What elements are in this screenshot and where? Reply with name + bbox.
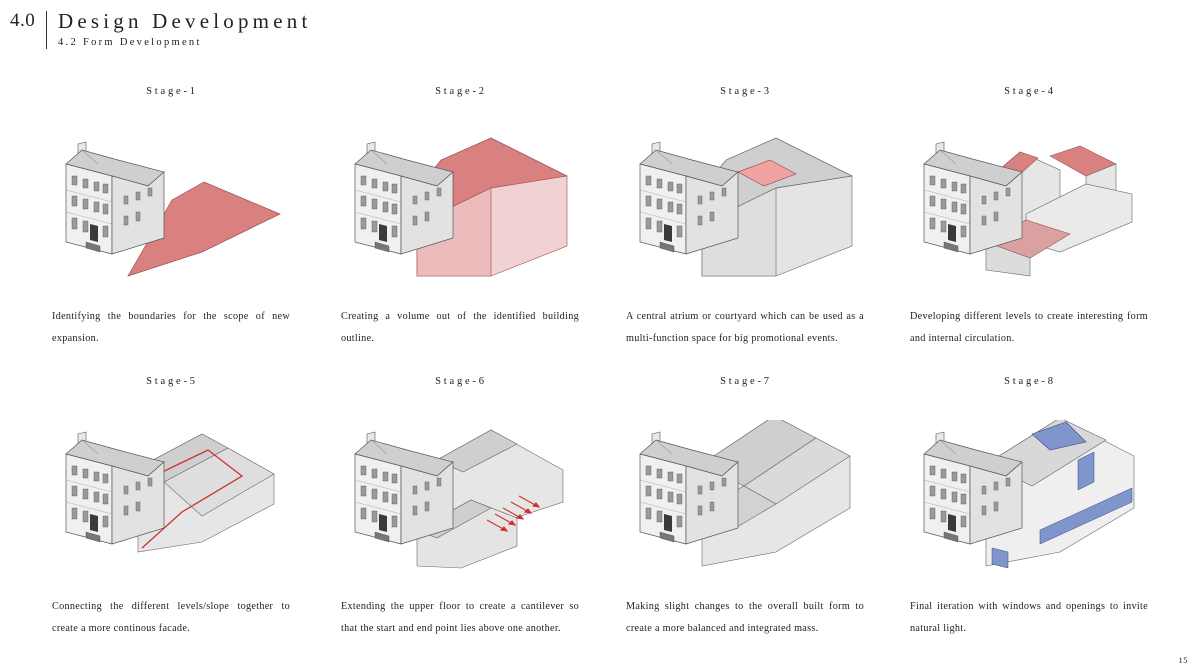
page-number: 15 (1178, 655, 1188, 665)
stage-7-illustration (639, 420, 851, 567)
stage-title: Stage-8 (1004, 376, 1056, 387)
page-title: Design Development (58, 9, 312, 33)
header-divider (46, 11, 47, 49)
stage-description: Final iteration with windows and opening… (910, 601, 1148, 634)
stage-title: Stage-5 (146, 376, 198, 387)
stage-title: Stage-6 (435, 376, 487, 387)
section-number: 4.0 (10, 10, 36, 31)
stage-description: Connecting the different levels/slope to… (52, 601, 290, 634)
stage-description: Identifying the boundaries for the scope… (52, 311, 290, 344)
stage-description: Making slight changes to the overall bui… (626, 601, 864, 634)
stage-5-illustration (65, 431, 275, 553)
stage-8-illustration (923, 420, 1135, 569)
stage-title: Stage-1 (146, 86, 198, 97)
stage-title: Stage-4 (1004, 86, 1056, 97)
page-subtitle: 4.2 Form Development (58, 37, 202, 48)
stage-title: Stage-2 (435, 86, 487, 97)
stage-description: Developing different levels to create in… (910, 311, 1148, 344)
stage-description: A central atrium or courtyard which can … (626, 311, 864, 344)
stage-description: Extending the upper floor to create a ca… (341, 601, 579, 634)
stage-2-illustration (354, 137, 569, 277)
stage-1-illustration (65, 141, 281, 277)
stage-title: Stage-7 (720, 376, 772, 387)
stage-6-illustration (354, 429, 564, 569)
stage-4-illustration (923, 141, 1133, 277)
stage-title: Stage-3 (720, 86, 772, 97)
stage-description: Creating a volume out of the identified … (341, 311, 579, 344)
stage-3-illustration (639, 137, 854, 277)
